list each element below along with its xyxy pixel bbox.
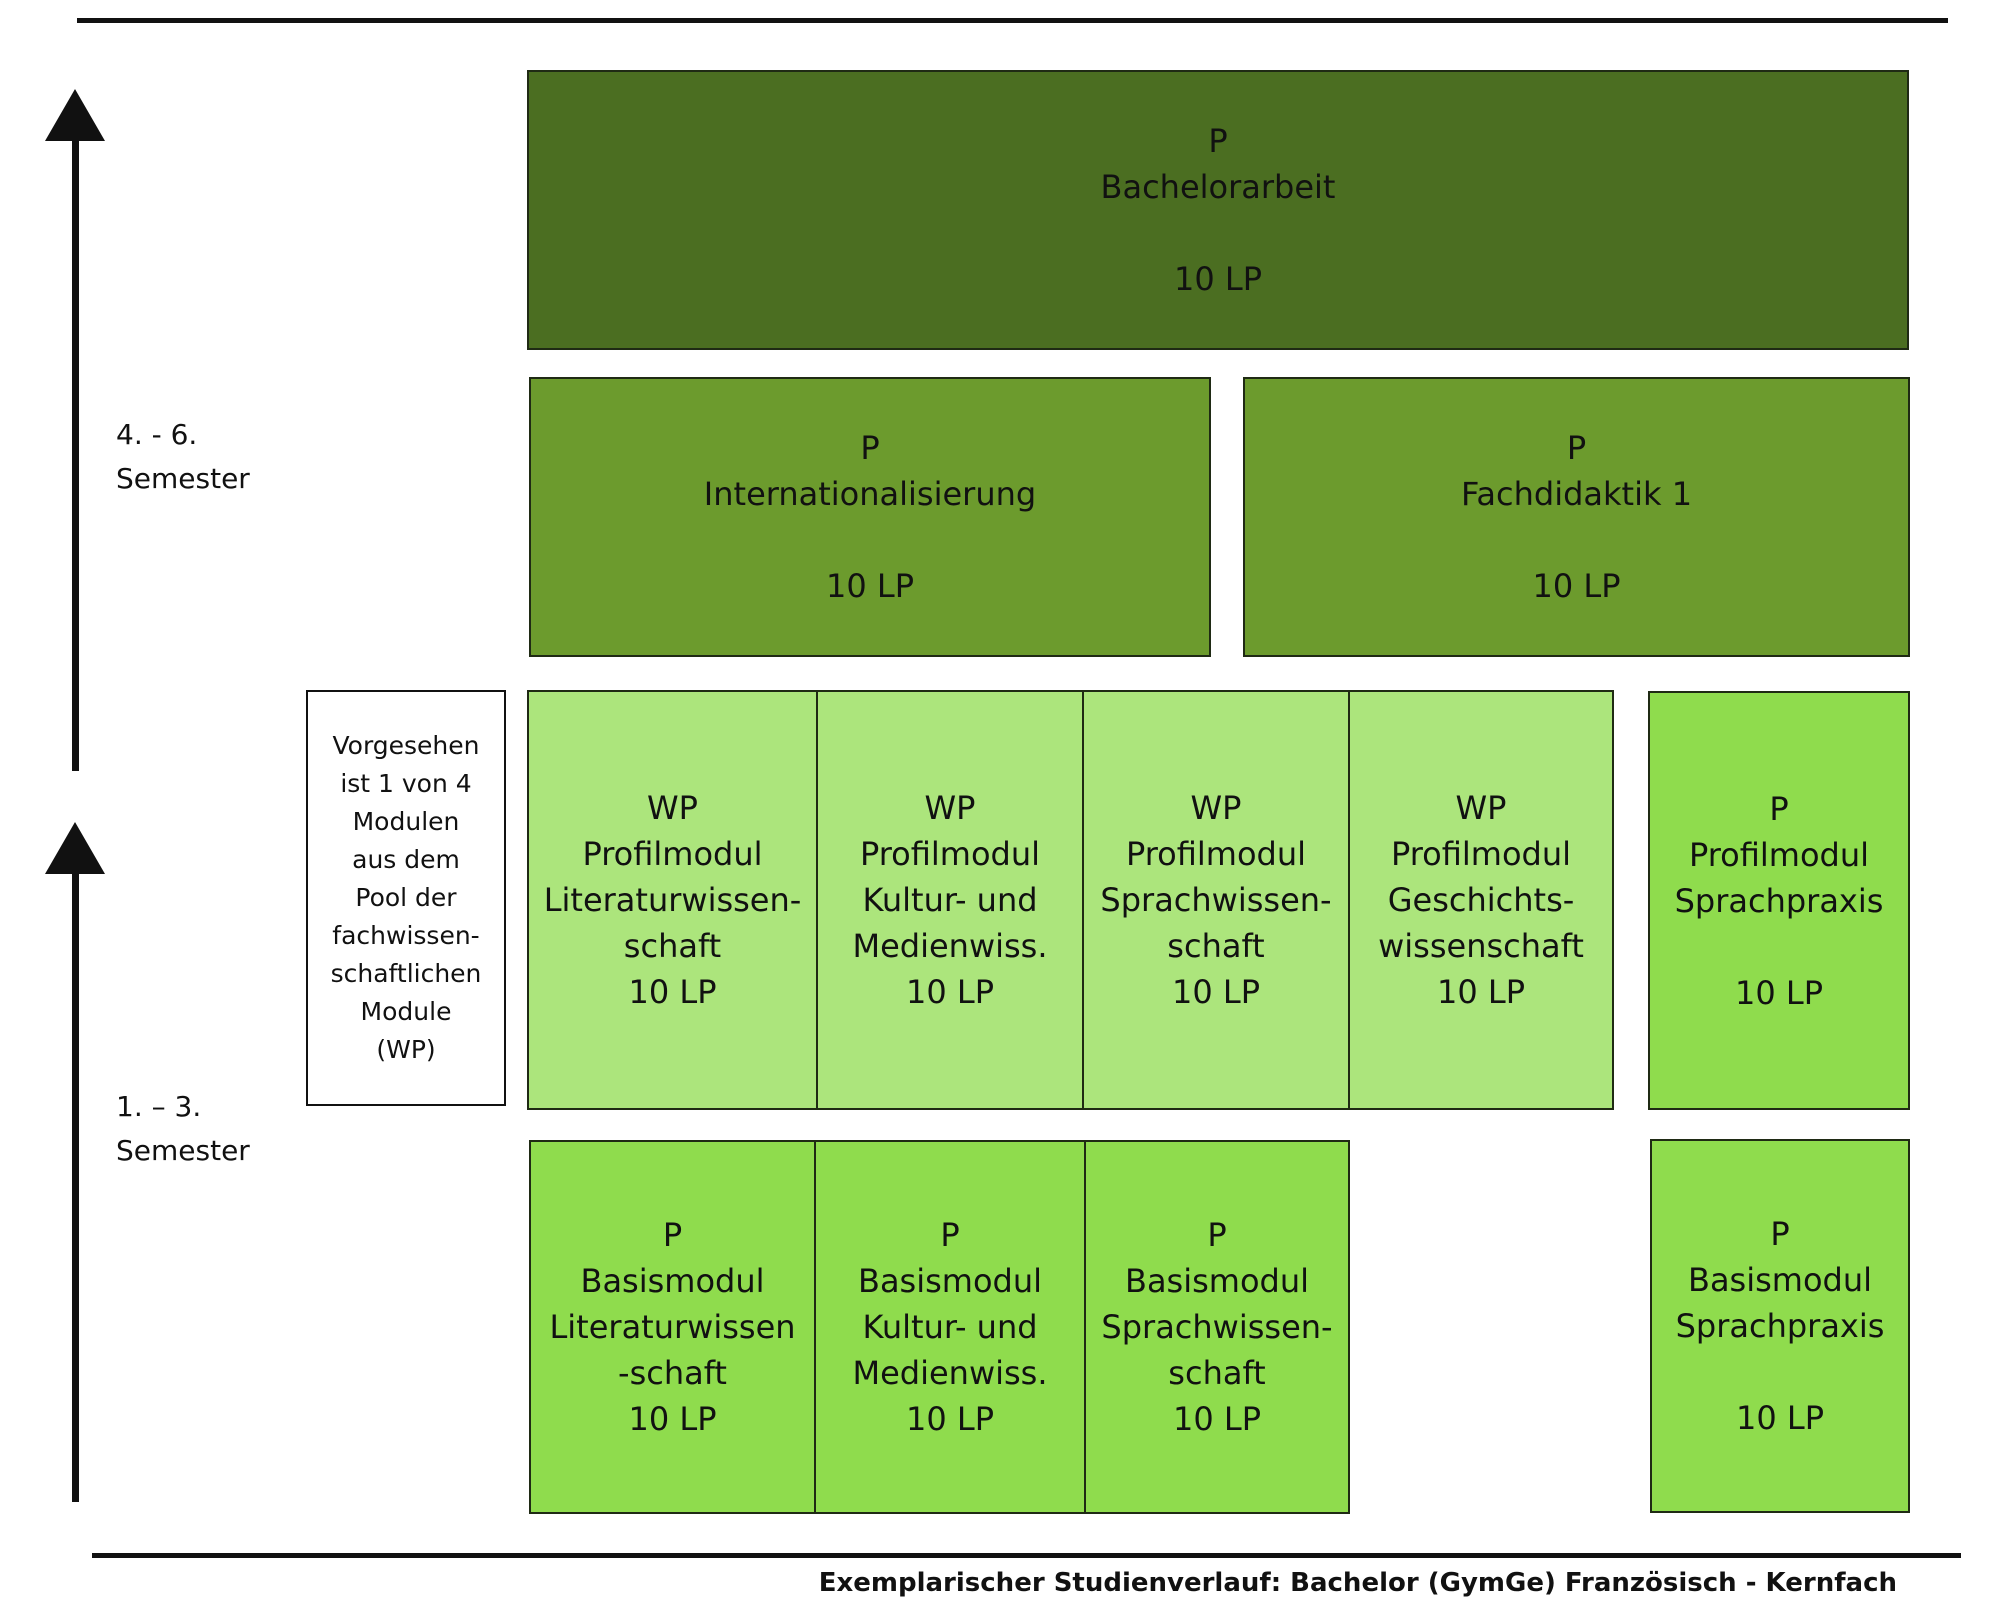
module-bachelorarbeit: P Bachelorarbeit 10 LP (527, 70, 1909, 350)
module-line: Basismodul (857, 1262, 1043, 1300)
module-line: Sprachwissen- (1100, 881, 1332, 919)
bottom-rule (92, 1553, 1961, 1558)
module-credits: 10 LP (1532, 567, 1621, 605)
module-line: Basismodul (580, 1262, 765, 1300)
module-line: Literaturwissen (549, 1308, 796, 1346)
upper-arrow-head (45, 89, 105, 141)
lower-arrow-line (72, 870, 79, 1502)
module-line: Profilmodul (1688, 835, 1870, 874)
module-line: Basismodul (1687, 1261, 1873, 1299)
module-credits: 10 LP (628, 973, 717, 1011)
module-line: Geschichts- (1387, 881, 1575, 919)
module-type: WP (1455, 789, 1507, 827)
module-type: P (1207, 1216, 1227, 1254)
module-credits: 10 LP (1735, 1399, 1824, 1437)
footer-caption: Exemplarischer Studienverlauf: Bachelor … (818, 1568, 1897, 1598)
module-type: P (1208, 122, 1228, 160)
wp-module-literaturwissenschaft: WP Profilmodul Literaturwissen- schaft 1… (529, 692, 818, 1108)
module-credits: 10 LP (905, 1400, 994, 1438)
wp-module-sprachwissenschaft: WP Profilmodul Sprachwissen- schaft 10 L… (1084, 692, 1350, 1108)
module-type: P (1566, 429, 1587, 467)
module-credits: 10 LP (1436, 973, 1525, 1011)
top-rule (77, 18, 1948, 23)
module-credits: 10 LP (825, 567, 914, 605)
module-line: Kultur- und (862, 1308, 1038, 1346)
basis-module-sprachwissenschaft: P Basismodul Sprachwissen- schaft 10 LP (1086, 1142, 1348, 1512)
wp-module-group: WP Profilmodul Literaturwissen- schaft 1… (527, 690, 1614, 1110)
basis-module-literaturwissenschaft: P Basismodul Literaturwissen -schaft 10 … (531, 1142, 816, 1512)
module-internationalisierung: P Internationalisierung 10 LP (529, 377, 1211, 657)
module-line: Sprachpraxis (1675, 1307, 1885, 1345)
module-profil-sprachpraxis: P Profilmodul Sprachpraxis 10 LP (1648, 691, 1910, 1110)
module-type: P (940, 1216, 960, 1254)
module-line: Medienwiss. (852, 927, 1048, 965)
module-type: WP (924, 789, 976, 827)
module-credits: 10 LP (1173, 260, 1262, 298)
module-type: WP (1190, 789, 1242, 827)
module-line: -schaft (618, 1354, 727, 1392)
semester-label-lower: 1. – 3. Semester (116, 1090, 250, 1167)
module-line: Sprachpraxis (1674, 881, 1884, 920)
module-line: Basismodul (1124, 1262, 1310, 1300)
module-credits: 10 LP (1734, 973, 1823, 1012)
module-line: Profilmodul (859, 835, 1041, 873)
module-line: schaft (1168, 1354, 1266, 1392)
basis-module-kultur-medienwiss: P Basismodul Kultur- und Medienwiss. 10 … (816, 1142, 1086, 1512)
module-name: Internationalisierung (703, 475, 1037, 513)
module-line: Profilmodul (1390, 835, 1572, 873)
wp-module-kultur-medienwiss: WP Profilmodul Kultur- und Medienwiss. 1… (818, 692, 1084, 1108)
module-credits: 10 LP (628, 1400, 717, 1438)
wp-module-geschichtswissenschaft: WP Profilmodul Geschichts- wissenschaft … (1350, 692, 1612, 1108)
module-credits: 10 LP (905, 973, 994, 1011)
module-name: Bachelorarbeit (1100, 168, 1336, 206)
module-line: Profilmodul (582, 835, 763, 873)
module-line: schaft (623, 927, 722, 965)
module-line: Profilmodul (1125, 835, 1307, 873)
module-basis-sprachpraxis: P Basismodul Sprachpraxis 10 LP (1650, 1139, 1910, 1513)
module-line: Literaturwissen- (543, 881, 802, 919)
module-line: Medienwiss. (852, 1354, 1048, 1392)
module-type: P (1769, 789, 1789, 828)
module-name: Fachdidaktik 1 (1460, 475, 1693, 513)
basis-module-group: P Basismodul Literaturwissen -schaft 10 … (529, 1140, 1350, 1514)
module-line: Kultur- und (862, 881, 1038, 919)
lower-arrow-head (45, 822, 105, 874)
upper-arrow-line (72, 138, 79, 771)
module-fachdidaktik: P Fachdidaktik 1 10 LP (1243, 377, 1910, 657)
module-type: WP (647, 789, 698, 827)
semester-label-upper: 4. - 6. Semester (116, 418, 250, 495)
module-type: P (662, 1216, 683, 1254)
module-credits: 10 LP (1171, 973, 1260, 1011)
module-type: P (860, 429, 880, 467)
wp-pool-note: Vorgesehen ist 1 von 4 Modulen aus dem P… (306, 690, 506, 1106)
module-line: schaft (1167, 927, 1265, 965)
module-type: P (1770, 1215, 1790, 1253)
module-line: Sprachwissen- (1101, 1308, 1333, 1346)
module-credits: 10 LP (1172, 1400, 1261, 1438)
module-line: wissenschaft (1378, 927, 1584, 965)
